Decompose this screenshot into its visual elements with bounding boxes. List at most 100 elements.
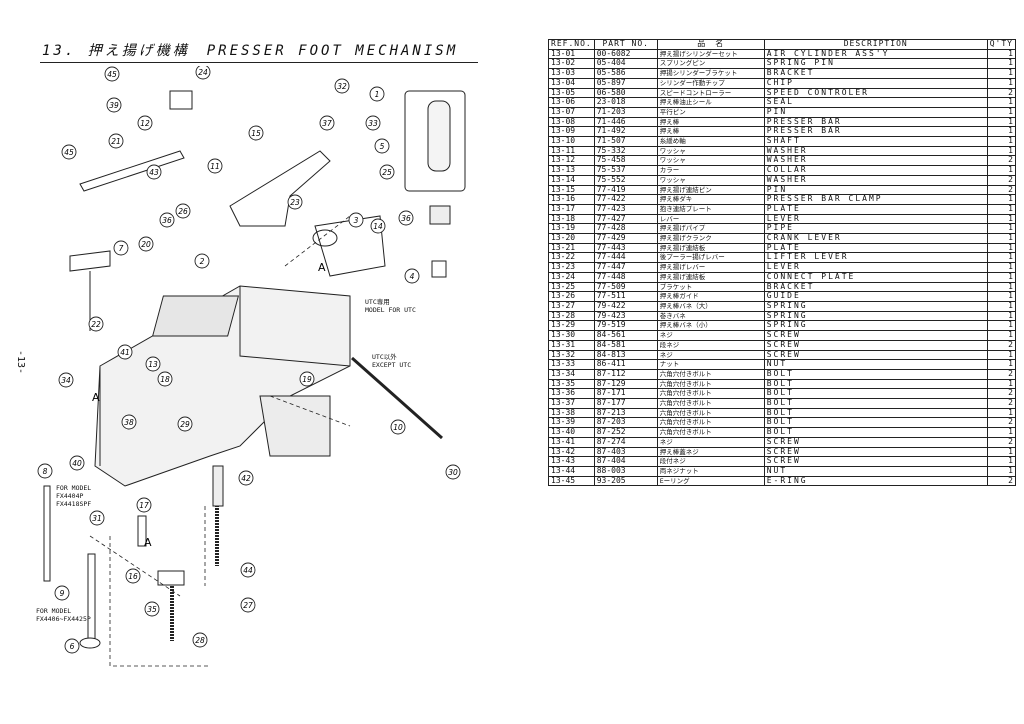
cell-name-jp: 巻きバネ	[656, 310, 765, 322]
cell-description: PRESSER BAR CLAMP	[763, 194, 988, 205]
callout-number: 35	[147, 605, 157, 614]
cell-description: BOLT	[763, 398, 988, 409]
cell-qty: 1	[986, 262, 1016, 273]
cell-ref-no: 13-38	[548, 407, 595, 419]
cell-description: SPEED CONTROLER	[763, 87, 988, 99]
callout-number: 20	[141, 240, 151, 249]
cell-name-jp: 段ネジ	[656, 339, 765, 351]
cell-part-no: 05-404	[593, 58, 658, 70]
callout-number: 31	[92, 514, 102, 523]
cell-part-no: 79-423	[593, 310, 658, 322]
callout-41: 41	[117, 344, 133, 360]
cell-description: NUT	[763, 359, 988, 370]
cell-ref-no: 13-11	[548, 145, 595, 157]
cell-description: WASHER	[763, 174, 988, 186]
cell-description: SCREW	[763, 456, 988, 467]
callout-40: 40	[69, 455, 85, 471]
cell-name-jp: スピードコントローラー	[656, 87, 765, 99]
callout-6: 6	[64, 638, 80, 654]
callout-number: 19	[302, 375, 312, 384]
cell-ref-no: 13-02	[548, 58, 595, 70]
callout-25: 25	[379, 164, 395, 180]
cell-description: BOLT	[763, 368, 988, 380]
cell-ref-no: 13-19	[548, 223, 595, 235]
callout-33: 33	[365, 115, 381, 131]
cell-part-no: 75-552	[593, 174, 658, 186]
callout-circle	[121, 414, 137, 430]
cell-qty: 2	[986, 174, 1016, 186]
callout-14: 14	[370, 218, 386, 234]
callout-circle	[157, 371, 173, 387]
cell-ref-no: 13-35	[548, 378, 595, 390]
cell-name-jp: 押え棒バネ（小）	[656, 320, 765, 332]
cell-description: PLATE	[763, 203, 988, 215]
callout-number: 8	[43, 467, 48, 476]
cell-part-no: 71-203	[593, 106, 658, 118]
cell-part-no: 93-205	[593, 475, 658, 487]
callout-number: 13	[148, 360, 158, 369]
callout-circle	[445, 464, 461, 480]
cell-description: BOLT	[763, 427, 988, 438]
cell-ref-no: 13-17	[548, 203, 595, 215]
cell-ref-no: 13-27	[548, 300, 595, 312]
cell-name-jp: 抱き連結プレート	[656, 203, 765, 215]
cell-description: LEVER	[763, 213, 988, 225]
cell-qty: 1	[986, 223, 1016, 235]
cell-name-jp: 六角穴付きボルト	[656, 417, 765, 429]
cell-qty: 1	[986, 77, 1016, 89]
callout-circle	[374, 138, 390, 154]
cell-ref-no: 13-05	[548, 87, 595, 99]
cell-description: PIN	[763, 184, 988, 196]
callout-circle	[88, 316, 104, 332]
col-name-jp: 品 名	[656, 39, 765, 50]
callout-number: 34	[61, 376, 71, 385]
callout-circle	[125, 568, 141, 584]
cell-ref-no: 13-39	[548, 417, 595, 429]
cell-ref-no: 13-43	[548, 456, 595, 467]
cell-qty: 1	[986, 359, 1016, 370]
callout-12: 12	[137, 115, 153, 131]
cell-name-jp: 六角穴付きボルト	[656, 398, 765, 409]
callout-21: 21	[108, 133, 124, 149]
callout-circle	[104, 66, 120, 82]
callout-8: 8	[37, 463, 53, 479]
cell-ref-no: 13-37	[548, 398, 595, 409]
callout-31: 31	[89, 510, 105, 526]
cell-ref-no: 13-40	[548, 427, 595, 438]
callout-42: 42	[238, 470, 254, 486]
cell-ref-no: 13-23	[548, 262, 595, 273]
cell-name-jp: 押え揚げレバー	[656, 262, 765, 273]
cell-ref-no: 13-13	[548, 165, 595, 176]
cell-part-no: 87-213	[593, 407, 658, 419]
cell-name-jp: 六角穴付きボルト	[656, 427, 765, 438]
callout-7: 7	[113, 240, 129, 256]
assembly-guide-lines	[89, 215, 351, 667]
cell-qty: 1	[986, 242, 1016, 254]
cell-qty: 2	[986, 368, 1016, 380]
cell-description: SHAFT	[763, 136, 988, 147]
cell-qty: 1	[986, 97, 1016, 108]
callout-circle	[61, 144, 77, 160]
callout-number: 21	[111, 137, 121, 146]
callout-number: 26	[178, 207, 188, 216]
callout-26: 26	[175, 203, 191, 219]
cell-qty: 2	[986, 417, 1016, 429]
callout-number: 39	[109, 101, 119, 110]
cell-qty: 2	[986, 155, 1016, 167]
cell-name-jp: 六角穴付きボルト	[656, 407, 765, 419]
cell-ref-no: 13-16	[548, 194, 595, 205]
cell-part-no: 75-458	[593, 155, 658, 167]
cell-qty: 1	[986, 48, 1016, 60]
